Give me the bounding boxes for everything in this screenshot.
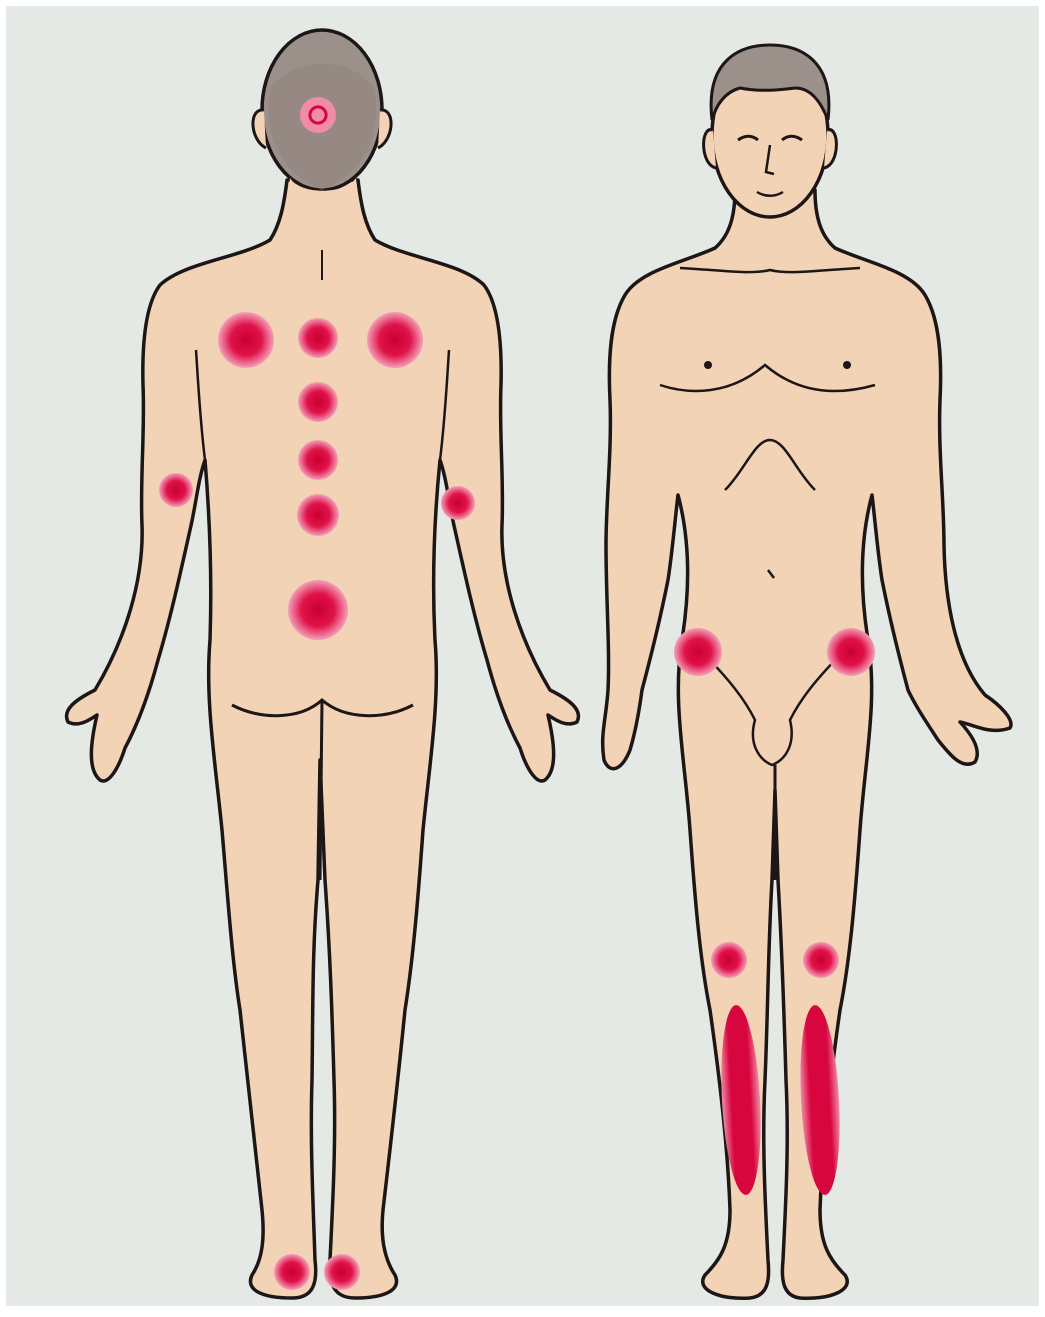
- right-hip-marker: [827, 628, 875, 676]
- occiput-marker: [300, 97, 336, 133]
- mid-spine-marker: [298, 440, 338, 480]
- right-heel-marker: [324, 1254, 360, 1290]
- front-figure-nipple-left: [704, 361, 712, 369]
- back-figure-leg-divide: [320, 700, 322, 880]
- left-shoulder-blade-marker: [218, 312, 274, 368]
- neck-spine-marker: [298, 318, 338, 358]
- left-knee-marker: [711, 942, 747, 978]
- lower-back-marker: [288, 580, 348, 640]
- lower-thoracic-spine-marker: [297, 494, 339, 536]
- left-elbow-marker: [159, 473, 193, 507]
- left-heel-marker: [274, 1254, 310, 1290]
- left-hip-marker: [674, 628, 722, 676]
- upper-spine-marker: [298, 382, 338, 422]
- right-knee-marker: [803, 942, 839, 978]
- right-shoulder-blade-marker: [367, 312, 423, 368]
- right-elbow-marker: [441, 486, 475, 520]
- front-figure-nipple-right: [843, 361, 851, 369]
